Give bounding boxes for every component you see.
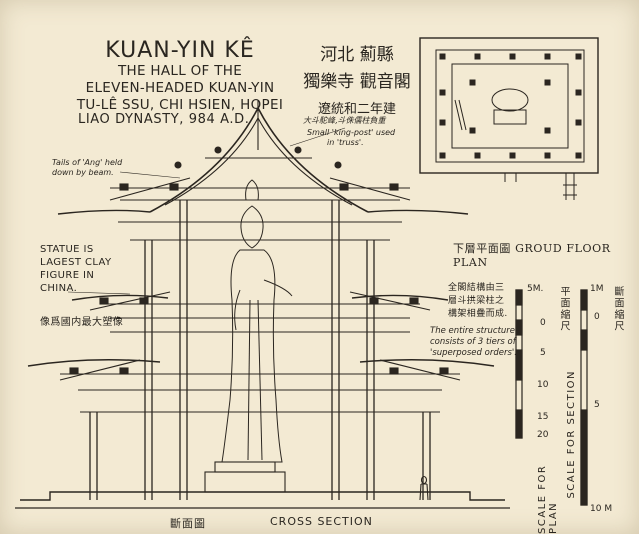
- orders-line-3: 'superposed orders'.: [430, 348, 517, 358]
- dynasty-date: LIAO DYNASTY, 984 A.D.: [78, 112, 250, 127]
- statue-note: STATUE IS LAGEST CLAY FIGURE IN CHINA.: [40, 243, 112, 295]
- title-block: KUAN-YIN KÊ THE HALL OF THE ELEVEN-HEADE…: [60, 38, 300, 114]
- section-scale-tick-5: 5: [594, 400, 600, 410]
- floor-plan: [419, 37, 599, 200]
- section-label-cn: 斷面圖: [170, 517, 206, 530]
- orders-line-1: The entire structure: [430, 326, 516, 336]
- floor-plan-label: 下層平面圖 GROUD FLOOR PLAN: [453, 242, 611, 269]
- orders-cn-line-2: 層斗拱梁柱之: [448, 296, 505, 306]
- title-line-2: ELEVEN-HEADED KUAN-YIN: [85, 80, 275, 96]
- statue-figure: [221, 179, 293, 463]
- plan-scale-tick-5: 5: [540, 348, 546, 358]
- orders-line-2: consists of 3 tiers of: [430, 337, 516, 347]
- section-scale-tick-0: 0: [594, 312, 600, 322]
- plan-scale-label: SCALE FOR PLAN: [537, 464, 559, 534]
- orders-note-cn: 全閣結構由三 層斗拱梁柱之 構架相疊而成.: [448, 282, 508, 321]
- statue-line-4: CHINA.: [40, 283, 78, 294]
- king-post-line-2: in 'truss'.: [327, 138, 364, 147]
- ang-tails-line-2: down by beam.: [52, 168, 114, 177]
- ang-tails-line-1: Tails of 'Ang' held: [52, 158, 123, 167]
- main-title: KUAN-YIN KÊ: [105, 38, 255, 63]
- king-post-line-1: Small 'king-post' used: [307, 128, 396, 137]
- title-line-3: TU-LÊ SSU, CHI HSIEN, HOPEI: [76, 97, 284, 113]
- plan-scale-bottom: 20: [537, 430, 549, 440]
- section-scale-bottom: 10 M: [590, 504, 613, 514]
- king-post-cn-text: 大斗駝峰,斗侏儒柱負重: [303, 116, 386, 125]
- section-scale-cn: 斷面縮尺: [612, 286, 623, 332]
- plan-scale-cn: 平面縮尺: [558, 286, 569, 332]
- chinese-title-line-1: 河北 薊縣: [320, 45, 394, 65]
- plan-scale-unit: 5M.: [527, 284, 544, 294]
- chinese-title-line-2: 獨樂寺 觀音閣: [303, 72, 411, 92]
- plan-scale-tick-0: 0: [540, 318, 546, 328]
- section-scale-label: SCALE FOR SECTION: [566, 370, 577, 499]
- section-label: CROSS SECTION: [270, 515, 373, 528]
- orders-cn-line-3: 構架相疊而成.: [448, 309, 508, 319]
- scale-bars: [515, 289, 588, 506]
- title-line-1: THE HALL OF THE: [117, 63, 243, 79]
- orders-note: The entire structure consists of 3 tiers…: [430, 326, 517, 359]
- plan-scale-tick-10: 10: [537, 380, 549, 390]
- king-post-note-cn: 大斗駝峰,斗侏儒柱負重: [303, 116, 386, 126]
- chinese-title-line-3: 遼統和二年建: [317, 102, 396, 117]
- plan-scale-tick-15: 15: [537, 412, 549, 422]
- section-scale-unit: 1M: [590, 284, 604, 294]
- statue-line-1: STATUE IS: [40, 244, 94, 255]
- orders-cn-line-1: 全閣結構由三: [448, 283, 505, 293]
- ang-tails-note: Tails of 'Ang' held down by beam.: [52, 158, 122, 178]
- statue-note-cn: 像爲國内最大塑像: [40, 317, 124, 328]
- king-post-note: Small 'king-post' used in 'truss'.: [307, 128, 395, 148]
- chinese-title: 河北 薊縣 獨樂寺 觀音閣 遼統和二年建: [292, 42, 422, 123]
- statue-line-3: FIGURE IN: [40, 270, 95, 281]
- cross-section: [15, 100, 510, 509]
- leader-lines: [67, 127, 346, 295]
- statue-line-2: LAGEST CLAY: [40, 257, 112, 268]
